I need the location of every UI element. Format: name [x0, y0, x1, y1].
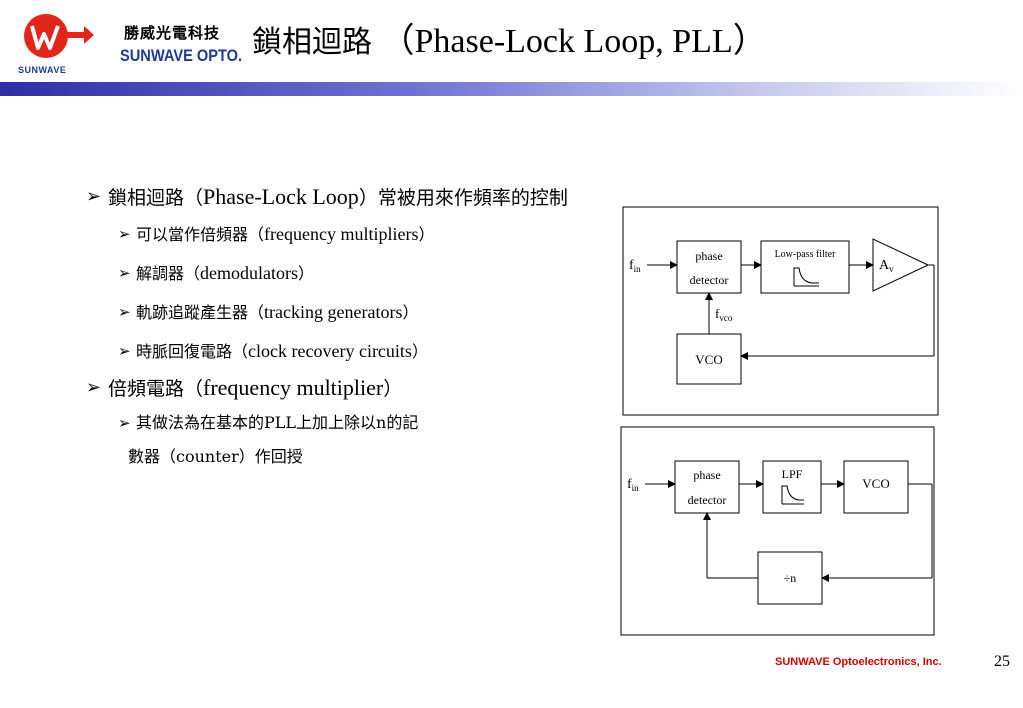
- bullet-text: 其做法為在基本的PLL上加上除以n的記: [136, 413, 419, 432]
- bullet-text: Phase-Lock Loop: [203, 184, 359, 209]
- bullet-text: ）: [298, 264, 315, 283]
- bullet-level2: ➢ 可以當作倍頻器（frequency multipliers）: [86, 215, 846, 254]
- bullet-arrow-icon: ➢: [118, 225, 131, 243]
- bullet-text: 軌跡追蹤產生器（: [136, 303, 265, 322]
- logo-english-name: SUNWAVE OPTO.: [120, 46, 243, 65]
- bullet-text: 鎖相迴路（: [108, 187, 204, 209]
- header-gradient-bar: [0, 82, 1023, 96]
- page-number: 25: [994, 653, 1010, 670]
- bullet-text: 倍頻電路（: [108, 378, 204, 400]
- logo-subtext: SUNWAVE: [18, 65, 67, 75]
- lpf-label: LPF: [782, 467, 803, 481]
- amplifier-label: Av: [879, 258, 894, 274]
- low-pass-filter-label: Low-pass filter: [775, 249, 836, 260]
- bullet-text: 可以當作倍頻器（: [136, 225, 265, 244]
- pll-block-diagram: fin phase detector Low-pass filter Av VC…: [622, 206, 939, 416]
- phase-detector-label: phase: [693, 468, 720, 482]
- phase-detector-label: detector: [690, 273, 729, 287]
- bullet-text: 解調器（: [136, 264, 201, 283]
- bullet-text: clock recovery circuits: [248, 341, 412, 361]
- bullet-level2: ➢ 解調器（demodulators）: [86, 254, 846, 293]
- bullet-text: ）: [402, 303, 419, 322]
- bullet-text: tracking generators: [264, 302, 403, 322]
- bullet-text: ）: [418, 225, 435, 244]
- bullet-level2: ➢ 軌跡追蹤產生器（tracking generators）: [86, 293, 846, 332]
- bullet-text: ）: [411, 342, 428, 361]
- company-logo: SUNWAVE 勝威光電科技 SUNWAVE OPTO.: [14, 8, 246, 80]
- bullet-text: ）: [383, 378, 403, 400]
- fin-label: fin: [627, 477, 639, 493]
- bullet-arrow-icon: ➢: [86, 377, 102, 398]
- diagram-frame: [620, 426, 935, 636]
- logo-chinese-name: 勝威光電科技: [124, 24, 221, 42]
- bullet-text: frequency multipliers: [264, 224, 419, 244]
- bullet-arrow-icon: ➢: [118, 303, 131, 321]
- vco-block: [843, 460, 909, 514]
- filter-response-icon: [793, 267, 819, 286]
- vco-block: [676, 333, 742, 385]
- phase-detector-label: phase: [695, 249, 722, 263]
- amplifier-triangle: [872, 238, 930, 292]
- fvco-label: fvco: [715, 306, 733, 323]
- bullet-text: frequency multiplier: [203, 375, 384, 400]
- bullet-level1: ➢ 倍頻電路（frequency multiplier）: [86, 371, 846, 406]
- divider-label: ÷n: [784, 571, 797, 585]
- phase-detector-block: [676, 240, 742, 294]
- title-english: （Phase-Lock Loop, PLL）: [372, 23, 767, 60]
- footer-company: SUNWAVE Optoelectronics, Inc.: [775, 656, 942, 668]
- diagram-frame: [622, 206, 939, 416]
- frequency-multiplier-diagram: fin phase detector LPF VCO ÷n: [620, 426, 935, 636]
- bullet-text: 數器（counter）作回授: [128, 447, 303, 466]
- bullet-arrow-icon: ➢: [118, 414, 131, 432]
- divider-block: [757, 551, 823, 605]
- bullet-text: ）常被用來作頻率的控制: [358, 187, 568, 209]
- bullet-arrow-icon: ➢: [118, 264, 131, 282]
- phase-detector-block: [674, 460, 740, 514]
- vco-label: VCO: [862, 476, 889, 491]
- bullet-text: 時脈回復電路（: [136, 342, 249, 361]
- title-chinese: 鎖相迴路: [252, 25, 372, 60]
- bullet-arrow-icon: ➢: [118, 342, 131, 360]
- bullet-text: demodulators: [200, 263, 298, 283]
- phase-detector-label: detector: [688, 493, 727, 507]
- fin-label: fin: [629, 258, 641, 274]
- slide-title: 鎖相迴路 （Phase-Lock Loop, PLL）: [252, 20, 767, 65]
- bullet-level1: ➢ 鎖相迴路（Phase-Lock Loop）常被用來作頻率的控制: [86, 180, 846, 215]
- filter-response-icon: [781, 485, 804, 504]
- bullet-level2: ➢ 時脈回復電路（clock recovery circuits）: [86, 332, 846, 371]
- bullet-arrow-icon: ➢: [86, 186, 102, 207]
- sunwave-logo-icon: [24, 14, 94, 58]
- low-pass-filter-block: [760, 240, 850, 294]
- vco-label: VCO: [695, 352, 722, 367]
- bullet-list: ➢ 鎖相迴路（Phase-Lock Loop）常被用來作頻率的控制 ➢ 可以當作…: [86, 180, 846, 474]
- bullet-level2: ➢ 其做法為在基本的PLL上加上除以n的記 數器（counter）作回授: [86, 406, 606, 474]
